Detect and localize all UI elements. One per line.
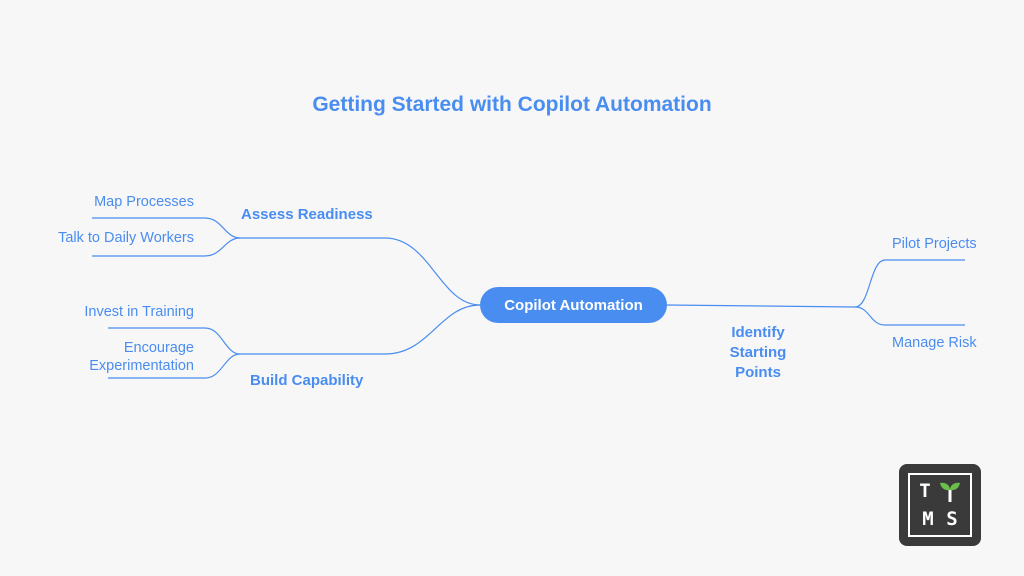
leaf-invest-in-training[interactable]: Invest in Training xyxy=(84,304,194,320)
connector-assess-readiness xyxy=(240,237,481,306)
connector-pilot-projects xyxy=(854,259,965,308)
leaf-map-processes[interactable]: Map Processes xyxy=(94,194,194,210)
center-node[interactable]: Copilot Automation xyxy=(480,287,667,323)
sprout-icon xyxy=(940,482,960,502)
tms-logo: T M S xyxy=(899,464,981,546)
logo-letter-m: M xyxy=(922,508,934,530)
leaf-manage-risk[interactable]: Manage Risk xyxy=(892,335,977,351)
connector-build-capability xyxy=(240,304,481,355)
branch-build-capability[interactable]: Build Capability xyxy=(250,372,364,389)
branch-assess-readiness[interactable]: Assess Readiness xyxy=(241,206,373,223)
center-node-label: Copilot Automation xyxy=(504,296,643,314)
branch-identify-starting-points[interactable]: Identify Starting Points xyxy=(729,324,787,381)
connector-map-processes xyxy=(92,217,241,239)
logo-letter-t: T xyxy=(919,480,931,502)
logo-letter-s: S xyxy=(946,508,958,530)
connector-identify-starting-points xyxy=(666,304,856,308)
leaf-pilot-projects[interactable]: Pilot Projects xyxy=(892,236,977,252)
leaf-talk-to-daily-workers[interactable]: Talk to Daily Workers xyxy=(58,230,194,246)
logo-frame xyxy=(908,473,972,537)
connector-encourage-experimentation xyxy=(108,353,241,379)
connector-manage-risk xyxy=(854,306,965,326)
diagram-title: Getting Started with Copilot Automation xyxy=(312,93,712,116)
connector-invest-in-training xyxy=(108,327,241,355)
connector-talk-to-daily-workers xyxy=(92,237,241,257)
leaf-encourage-experimentation[interactable]: Encourage Experimentation xyxy=(89,340,194,374)
